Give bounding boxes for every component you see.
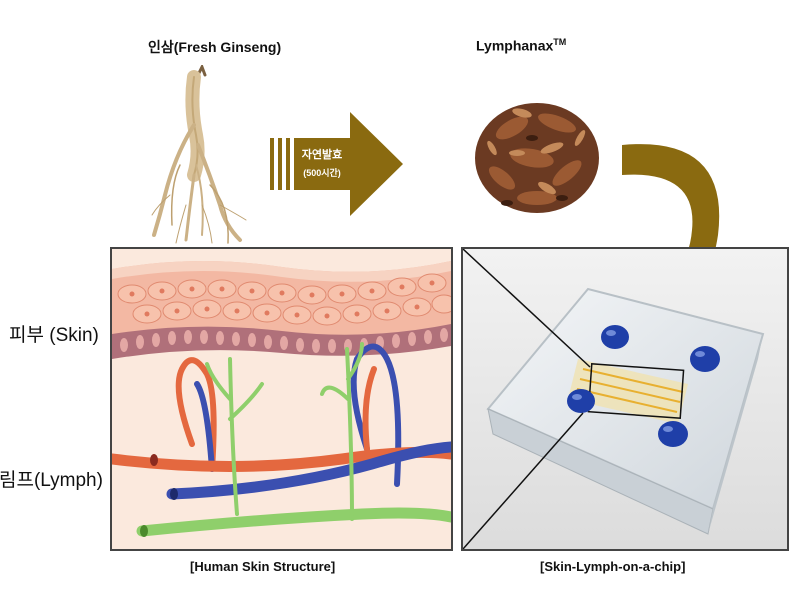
chip-device-image: [463, 249, 787, 549]
lymphanax-label: LymphanaxTM: [476, 37, 566, 54]
skin-label: 피부 (Skin): [9, 325, 99, 346]
skin-structure-caption: [Human Skin Structure]: [190, 559, 336, 574]
chip-caption: [Skin-Lymph-on-a-chip]: [540, 559, 686, 574]
vessel-opening: [170, 488, 178, 500]
process-label: 자연발효: [301, 149, 343, 161]
vessel-opening: [150, 454, 158, 466]
process-arrow: [270, 112, 403, 216]
process-duration: (500시간): [303, 168, 341, 178]
skin-structure-illustration: [112, 249, 451, 549]
skin-structure-panel: [110, 247, 453, 551]
lymph-label: 림프(Lymph): [0, 470, 103, 491]
ginseng-root-image: [151, 65, 247, 244]
vessel-opening: [140, 525, 148, 537]
ginseng-label: 인삼(Fresh Ginseng): [148, 39, 282, 55]
fermented-ginseng-image: [475, 103, 599, 213]
lymphanax-name: Lymphanax: [476, 37, 554, 54]
trademark-mark: TM: [553, 37, 567, 47]
chip-photo-panel: [461, 247, 789, 551]
